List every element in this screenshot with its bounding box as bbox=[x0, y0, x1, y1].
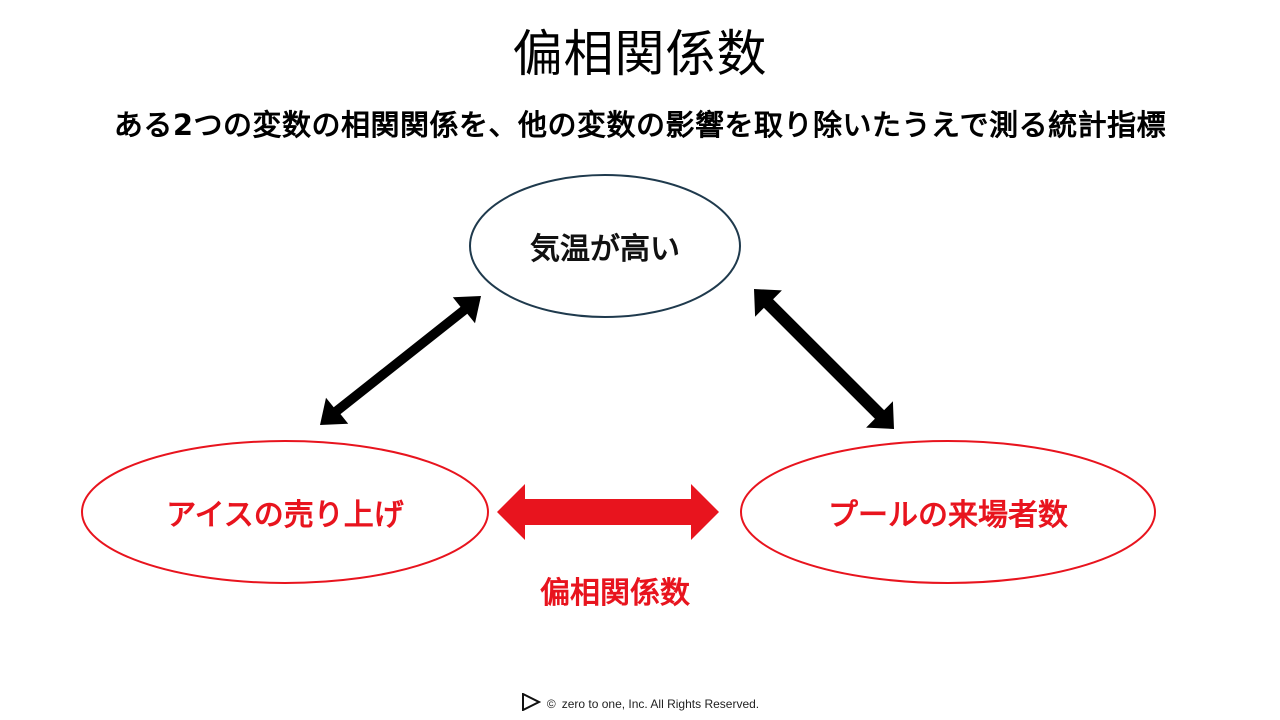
page-title: 偏相関係数 bbox=[512, 25, 768, 83]
node-label-ice-sales: アイスの売り上げ bbox=[166, 498, 404, 533]
double-arrow-right bbox=[754, 289, 894, 429]
node-ellipse-temperature bbox=[469, 174, 741, 318]
play-logo-icon bbox=[521, 692, 542, 714]
copyright-text: zero to one, Inc. All Rights Reserved. bbox=[561, 696, 760, 711]
copyright-symbol: © bbox=[546, 696, 556, 711]
partial-correlation-label: 偏相関係数 bbox=[540, 576, 690, 611]
double-arrow-left bbox=[320, 296, 481, 425]
footer: © zero to one, Inc. All Rights Reserved. bbox=[0, 692, 1280, 714]
page-subtitle: ある2つの変数の相関関係を、他の変数の影響を取り除いたうえで測る統計指標 bbox=[113, 108, 1167, 142]
node-label-pool-visitors: プールの来場者数 bbox=[828, 498, 1068, 533]
node-label-temperature: 気温が高い bbox=[530, 232, 680, 267]
double-arrow-partial-correlation bbox=[497, 484, 719, 540]
node-ellipse-ice-sales bbox=[81, 440, 489, 584]
node-ellipse-pool-visitors bbox=[740, 440, 1156, 584]
